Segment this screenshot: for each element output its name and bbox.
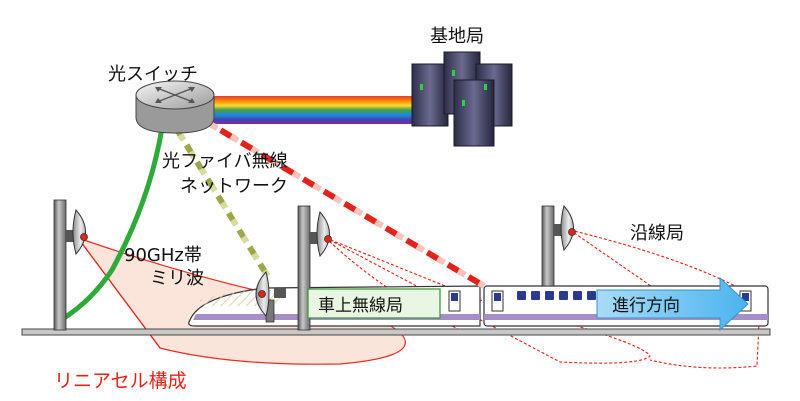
- onboard-station-label: 車上無線局: [318, 296, 403, 316]
- base-station-servers: [411, 51, 513, 147]
- optical-switch-label: 光スイッチ: [108, 64, 198, 85]
- millimeter-wave-label-line2: ミリ波: [150, 268, 204, 289]
- rail-track: [21, 328, 771, 336]
- red-fiber: [198, 115, 486, 289]
- millimeter-wave-label-line1: 90GHz帯: [124, 245, 202, 266]
- base-station-label: 基地局: [430, 26, 484, 47]
- antenna-dish-3: [560, 204, 574, 252]
- antenna-dish-1: [72, 208, 86, 256]
- rof-network-label-line2: ネットワーク: [180, 176, 288, 197]
- direction-arrow: [596, 276, 749, 332]
- optical-switch: [135, 80, 215, 134]
- green-fiber: [62, 127, 165, 321]
- rof-network-label-line1: 光ファイバ無線: [162, 151, 288, 172]
- wayside-station-label: 沿線局: [630, 223, 684, 244]
- antenna-dish-2: [316, 210, 330, 258]
- fiber-links: [62, 96, 486, 321]
- wayside-antennas: [53, 199, 576, 331]
- onboard-station-box: [307, 288, 441, 319]
- onboard-antenna: [255, 270, 286, 323]
- linear-cell-label: リニアセル構成: [54, 370, 187, 392]
- rainbow-fiber: [210, 96, 422, 124]
- direction-label: 進行方向: [612, 296, 680, 316]
